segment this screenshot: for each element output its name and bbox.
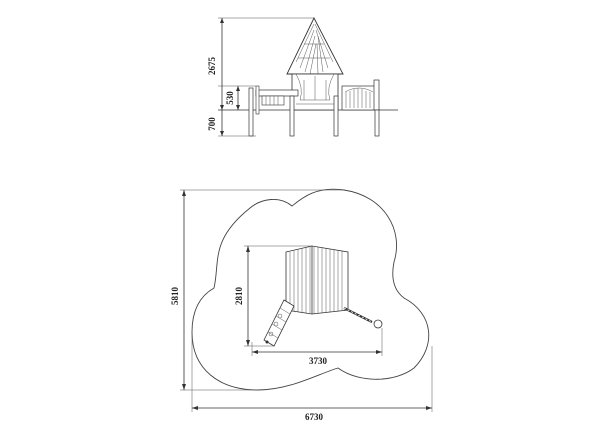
house-plan [285, 245, 349, 315]
dim-structure-depth: 2810 [234, 287, 244, 306]
house-body [291, 73, 339, 111]
right-fence-panel [341, 79, 380, 111]
dim-overall-height: 5810 [170, 287, 180, 306]
dim-structure-width: 3730 [309, 356, 328, 366]
dim-foundation-depth: 700 [207, 117, 217, 131]
elevation-dimensions [218, 17, 314, 137]
elevation-view: 2675 530 700 [207, 16, 398, 137]
left-platform [255, 85, 299, 115]
plan-dimensions [180, 189, 433, 412]
roof [286, 16, 344, 75]
plan-view: 5810 6730 2810 3730 [170, 188, 433, 422]
rope-plan [343, 307, 383, 329]
dim-platform-height: 530 [225, 91, 235, 105]
dim-total-height: 2675 [207, 57, 217, 76]
dim-overall-width: 6730 [305, 412, 324, 422]
ladder-plan [263, 299, 295, 347]
